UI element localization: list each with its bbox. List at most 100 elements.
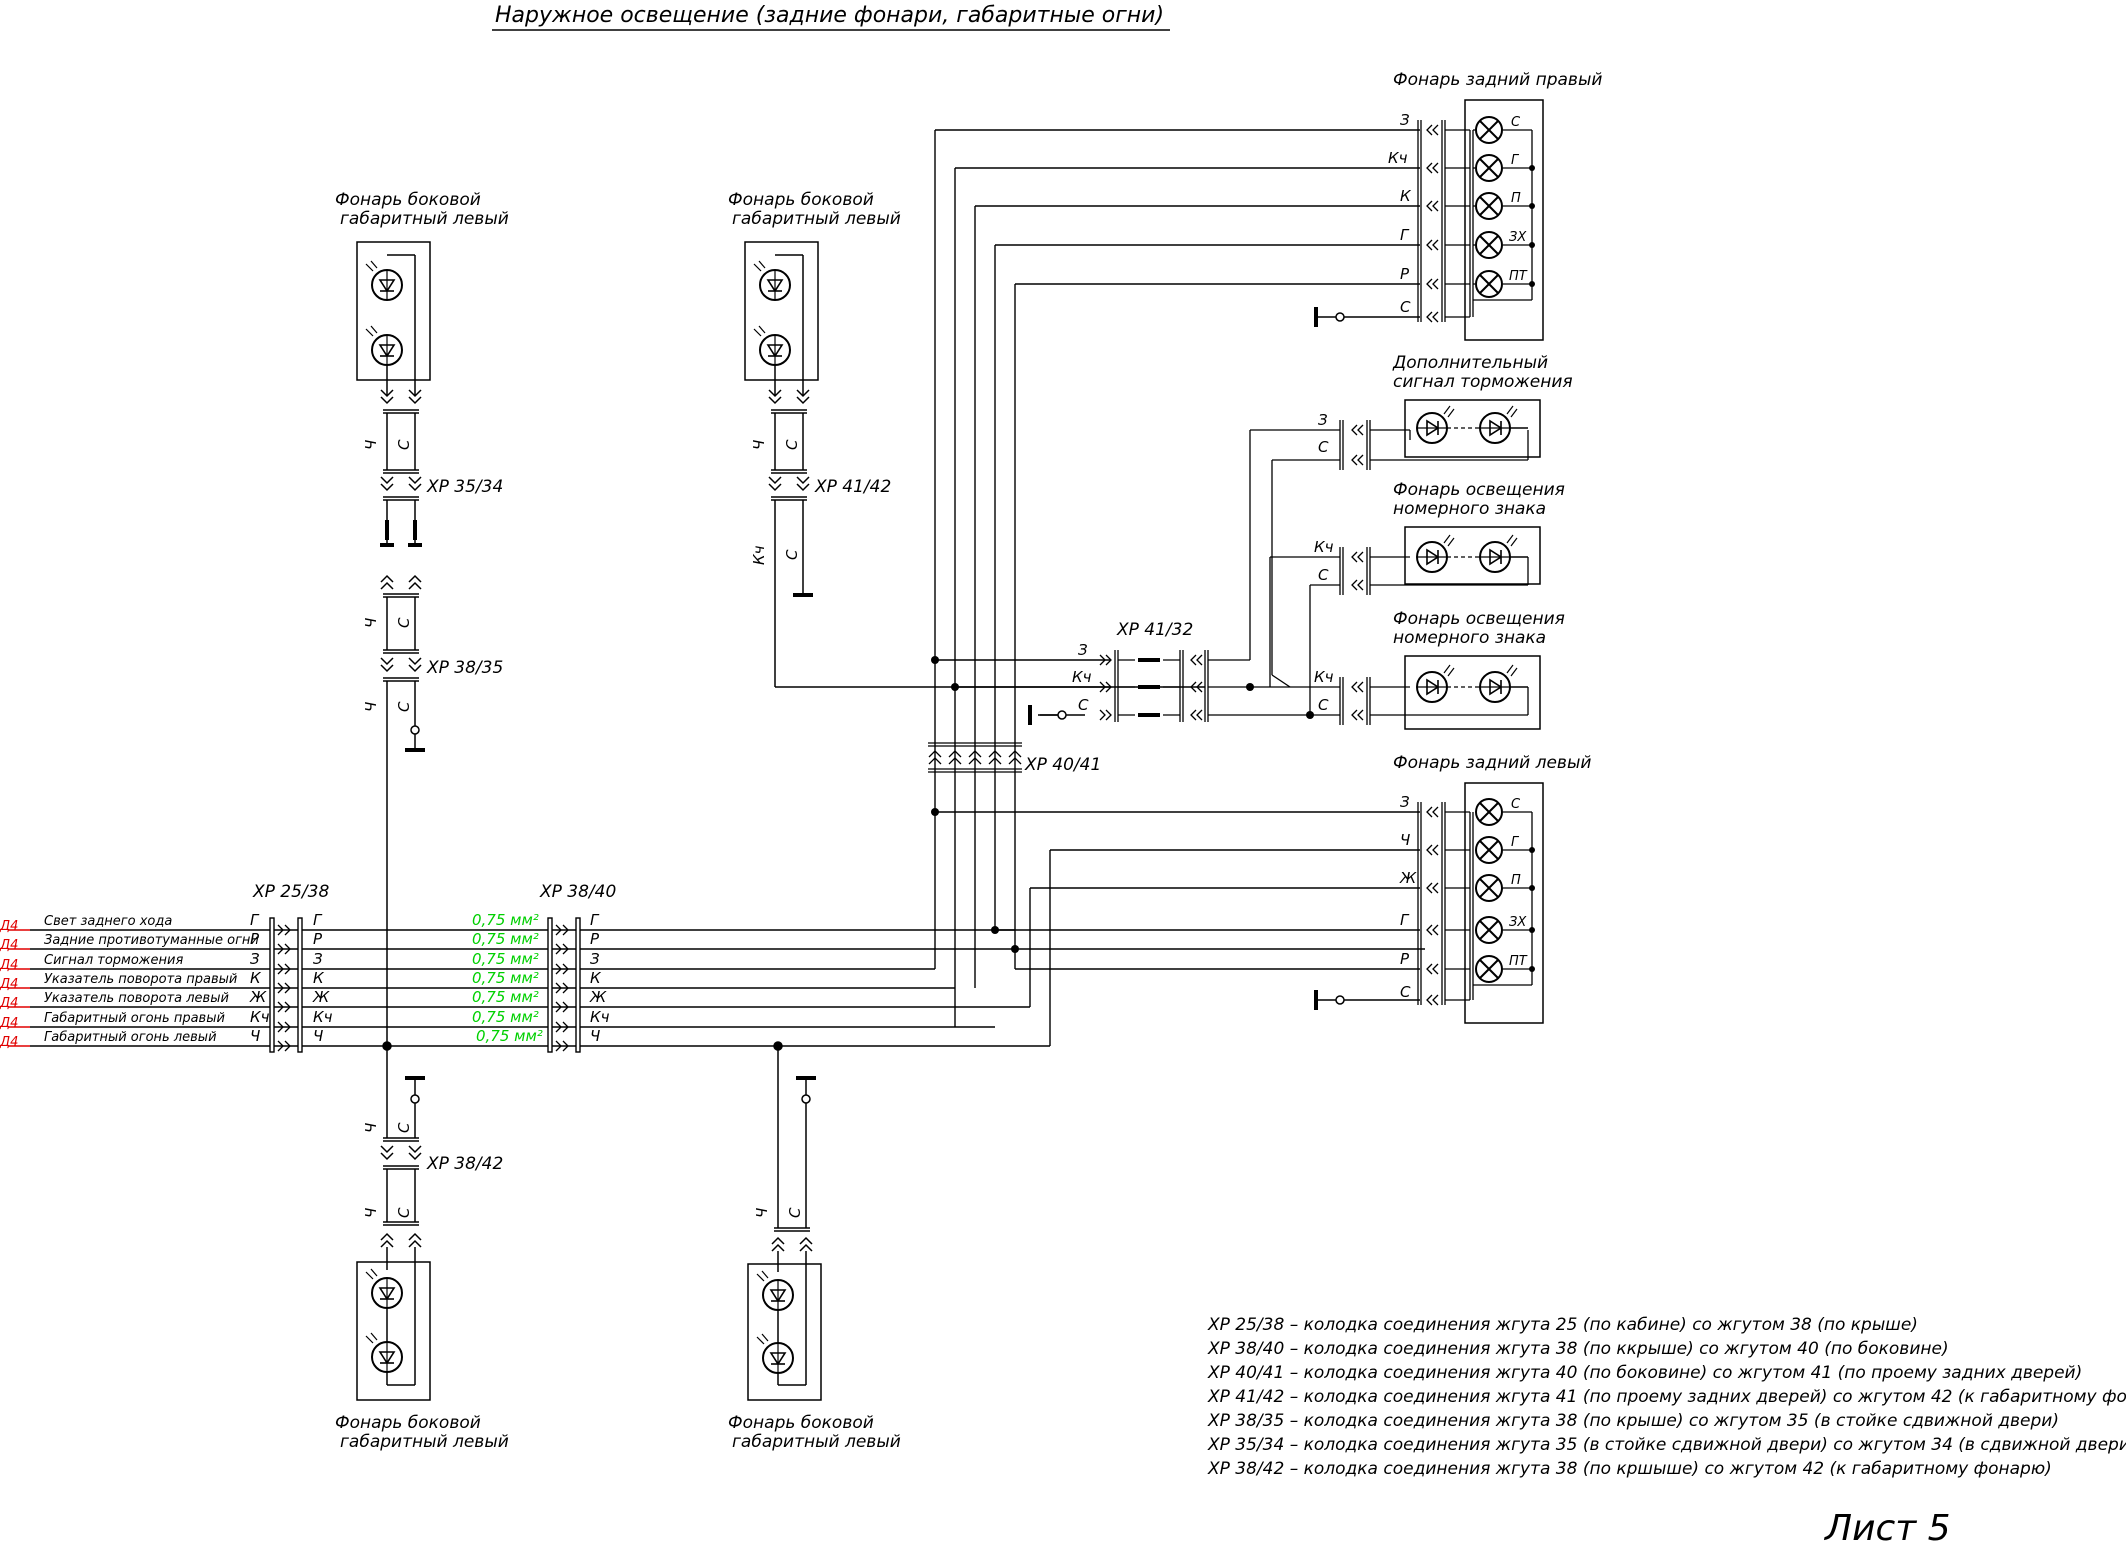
d4-refs: Д4 Д4 Д4 Д4 Д4 Д4 Д4 (0, 919, 30, 1050)
svg-text:Кч: Кч (313, 1008, 333, 1026)
led-icon (756, 1333, 794, 1374)
svg-text:П: П (1511, 191, 1521, 206)
led-icon (753, 260, 791, 301)
svg-text:К: К (1400, 187, 1412, 205)
led-icon (1416, 405, 1455, 444)
svg-text:З: З (313, 950, 323, 968)
bulb-icon (1475, 916, 1503, 944)
svg-text:Р: Р (1400, 950, 1410, 968)
chain-bot-left-labels: Ч С ХР 38/42 Ч С (362, 1122, 503, 1218)
svg-text:ХР 38/42: ХР 38/42 (426, 1154, 503, 1174)
svg-text:Дополнительный: Дополнительный (1392, 353, 1548, 373)
connector-xp38-40: ХР 38/40 (539, 882, 616, 1053)
junction-dots (931, 656, 1019, 953)
led-icon (753, 325, 791, 366)
svg-text:ХР 38/35: ХР 38/35 (426, 658, 503, 678)
led-icon (365, 1268, 403, 1309)
signal-name: Габаритный огонь левый (44, 1030, 217, 1045)
side-lamp-bot-left: Фонарь боковой габаритный левый (335, 1261, 509, 1452)
svg-text:сигнал торможения: сигнал торможения (1393, 372, 1573, 392)
svg-text:С: С (395, 617, 413, 628)
svg-text:Кч: Кч (750, 545, 768, 565)
svg-text:ХР 40/41: ХР 40/41 (1024, 755, 1101, 775)
svg-text:ЗХ: ЗХ (1509, 230, 1527, 245)
signal-name: Указатель поворота правый (44, 972, 237, 987)
bulb-icon (1475, 192, 1503, 220)
svg-text:Ж: Ж (249, 988, 267, 1006)
svg-text:Кч: Кч (250, 1008, 270, 1026)
rear-wiring (934, 129, 1420, 1046)
svg-text:габаритный левый: габаритный левый (340, 209, 509, 229)
svg-text:ЗХ: ЗХ (1509, 915, 1527, 930)
svg-text:С: С (1400, 983, 1411, 1001)
led-icon (365, 260, 403, 301)
svg-text:К: К (590, 969, 602, 987)
bulb-icon (1475, 231, 1503, 259)
svg-text:Р: Р (313, 930, 323, 948)
legend-item: ХР 41/42 – колодка соединения жгута 41 (… (1207, 1387, 2126, 1407)
svg-text:Кч: Кч (1314, 668, 1334, 686)
svg-text:З: З (590, 950, 600, 968)
svg-text:0,75 мм²: 0,75 мм² (472, 988, 539, 1006)
ref-3: Д4 (0, 977, 18, 992)
connector-xp41-32: ХР 41/32 З Кч С (1028, 429, 1340, 725)
svg-text:Ч: Ч (590, 1027, 600, 1045)
svg-text:С: С (1400, 298, 1411, 316)
bus-wire-codes: Г Р З К Ж Кч Ч Г Р З К Ж Кч Ч Г Р З К Ж … (249, 911, 610, 1045)
svg-text:Ж: Ж (1399, 869, 1417, 887)
svg-text:Р: Р (590, 930, 600, 948)
bulb-icon (1475, 154, 1503, 182)
svg-text:П: П (1511, 873, 1521, 888)
svg-text:Ж: Ж (312, 988, 330, 1006)
led-icon (1479, 534, 1518, 573)
svg-text:Г: Г (250, 911, 260, 929)
svg-text:габаритный левый: габаритный левый (340, 1432, 509, 1452)
svg-text:0,75 мм²: 0,75 мм² (472, 911, 539, 929)
connector-label: ХР 25/38 (252, 882, 329, 902)
side-lamp-top-left: Фонарь боковой габаритный левый (335, 190, 509, 395)
chain-bot-left (380, 1041, 425, 1386)
svg-text:С: С (1078, 696, 1089, 714)
rear-lamp-right: Фонарь задний правый З Кч К Г Р С (1314, 70, 1602, 341)
svg-text:0,75 мм²: 0,75 мм² (472, 930, 539, 948)
chain-top-mid-labels: Ч С ХР 41/42 Кч С (750, 439, 891, 565)
side-lamp-top-mid: Фонарь боковой габаритный левый (728, 190, 901, 395)
ref-2: Д4 (0, 958, 18, 973)
signal-name: Свет заднего хода (44, 914, 172, 929)
svg-text:Кч: Кч (590, 1008, 610, 1026)
diagram-title: Наружное освещение (задние фонари, габар… (495, 3, 1164, 28)
svg-text:Кч: Кч (1314, 538, 1334, 556)
led-icon (365, 1332, 403, 1373)
svg-text:номерного знака: номерного знака (1393, 499, 1546, 519)
sheet-number: Лист 5 (1823, 1508, 1951, 1545)
svg-text:Ч: Ч (1400, 831, 1410, 849)
svg-text:ХР 41/42: ХР 41/42 (814, 477, 891, 497)
svg-text:Ч: Ч (750, 440, 768, 450)
svg-text:ХР 35/34: ХР 35/34 (426, 477, 503, 497)
wire-sections: 0,75 мм² 0,75 мм² 0,75 мм² 0,75 мм² 0,75… (472, 911, 543, 1045)
chain-top-left (380, 389, 425, 1046)
brake-light-extra: Дополнительный сигнал торможения З С (1318, 353, 1573, 470)
svg-text:0,75 мм²: 0,75 мм² (472, 969, 539, 987)
signal-names: Свет заднего хода Задние противотуманные… (44, 914, 259, 1045)
chain-bot-mid (771, 1041, 816, 1386)
svg-text:Фонарь боковой: Фонарь боковой (728, 190, 874, 210)
svg-text:Фонарь боковой: Фонарь боковой (335, 190, 481, 210)
side-lamp-bot-mid: Фонарь боковой габаритный левый (728, 1263, 901, 1452)
svg-text:Г: Г (1400, 911, 1410, 929)
svg-text:Ж: Ж (589, 988, 607, 1006)
svg-text:Фонарь боковой: Фонарь боковой (728, 1413, 874, 1433)
legend-item: ХР 35/34 – колодка соединения жгута 35 (… (1207, 1435, 2126, 1455)
rear-lamp-left: Фонарь задний левый З Ч Ж Г Р С (1314, 753, 1591, 1024)
svg-text:С: С (783, 549, 801, 560)
signal-name: Габаритный огонь правый (44, 1011, 225, 1026)
svg-text:Р: Р (1400, 265, 1410, 283)
svg-text:номерного знака: номерного знака (1393, 628, 1546, 648)
bulb-icon (1475, 955, 1503, 983)
legend-item: ХР 38/40 – колодка соединения жгута 38 (… (1207, 1339, 1949, 1359)
svg-text:Ч: Ч (313, 1027, 323, 1045)
led-icon (365, 325, 403, 366)
svg-text:Ч: Ч (362, 702, 380, 712)
signal-name: Указатель поворота левый (44, 991, 229, 1006)
svg-text:0,75 мм²: 0,75 мм² (472, 950, 539, 968)
